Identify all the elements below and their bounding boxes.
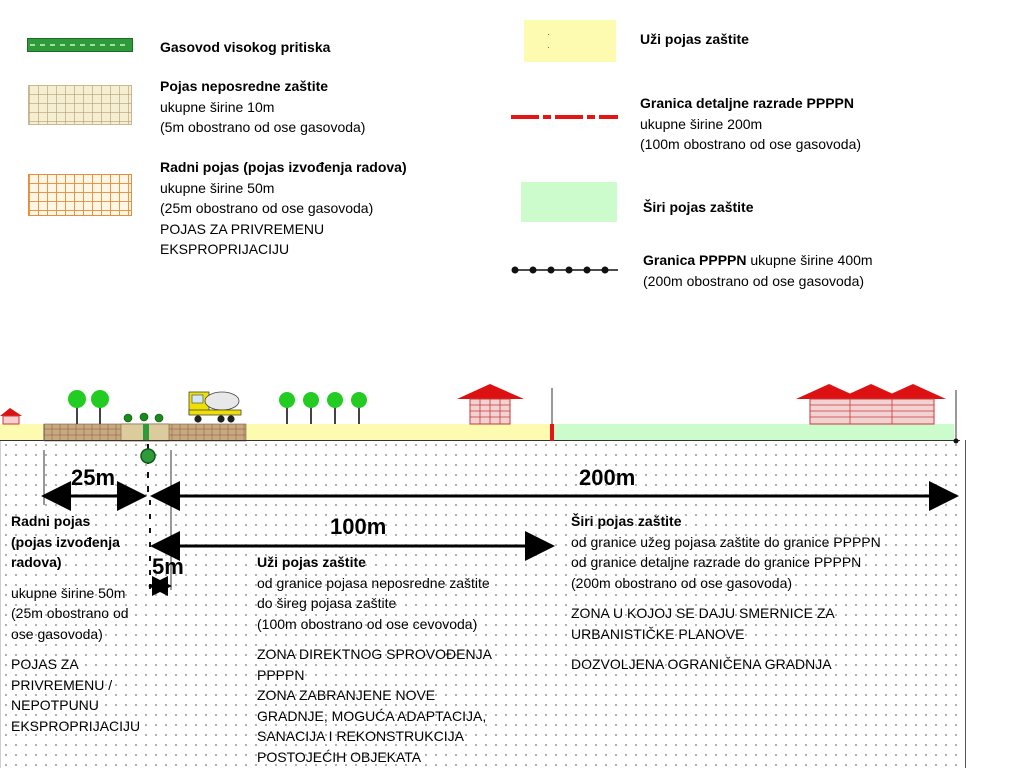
zone-narrow-title: Uži pojas zaštite: [257, 554, 366, 570]
narrow-protection-strip-left: [0, 424, 44, 441]
legend-immediate-protection-line2: (5m obostrano od ose gasovoda): [160, 119, 366, 135]
legend-ppppn-boundary-title: Granica PPPPN: [643, 252, 747, 268]
zone-narrow-line5: PPPPN: [257, 666, 305, 683]
houses-right: [796, 384, 946, 425]
zone-working-line6: NEPOTPUNU: [11, 697, 99, 713]
zone-narrow-line7: GRADNJE, MOGUĆA ADAPTACIJA,: [257, 707, 487, 724]
wide-protection-strip: [554, 424, 954, 441]
zone-wide-line4: ZONA U KOJOJ SE DAJU SMERNICE ZA: [571, 605, 835, 621]
legend-working-belt-title: Radni pojas (pojas izvođenja radova): [160, 159, 407, 175]
zone-working-line5: PRIVREMENU /: [11, 676, 113, 693]
legend-pipeline-symbol: [27, 38, 133, 52]
legend-wide-protection-label: Širi pojas zaštite: [643, 197, 753, 218]
dimension-200m-label: 200m: [579, 465, 636, 490]
small-house: [0, 408, 22, 425]
shrubs: [123, 412, 164, 423]
zone-working-title2: (pojas izvođenja: [11, 533, 120, 550]
narrow-protection-strip: [246, 424, 551, 441]
zone-working-title3: radova): [11, 554, 62, 570]
zone-wide-line2: od granice detaljne razrade do granice P…: [571, 554, 862, 570]
legend-immediate-protection-symbol: [28, 85, 132, 125]
legend-wide-protection-title: Širi pojas zaštite: [643, 199, 754, 215]
legend-wide-protection-symbol: [521, 182, 617, 222]
trees-left: [68, 390, 109, 424]
legend-pipeline-label: Gasovod visokog pritiska: [160, 37, 330, 58]
legend-detail-boundary-line2: (100m obostrano od ose gasovoda): [640, 136, 862, 152]
zone-narrow-line8: SANACIJA I REKONSTRUKCIJA: [257, 728, 464, 744]
zone-working-belt-description: Radni pojas (pojas izvođenja radova) uku…: [11, 511, 151, 736]
legend-detail-boundary-title: Granica detaljne razrade PPPPN: [640, 95, 854, 111]
dimension-lines: [41, 450, 959, 596]
legend-immediate-protection-line1: ukupne širine 10m: [160, 98, 275, 115]
legend-working-belt-line2: (25m obostrano od ose gasovoda): [160, 200, 374, 216]
legend-working-belt-text: Radni pojas (pojas izvođenja radova) uku…: [160, 157, 407, 260]
legend-narrow-protection-label: Uži pojas zaštite: [640, 29, 749, 50]
legend-narrow-protection-symbol: [524, 20, 616, 62]
legend-ppppn-boundary-symbol: [511, 266, 618, 274]
legend-working-belt-line3: POJAS ZA PRIVREMENU: [160, 220, 325, 237]
pipeline-strip: [143, 424, 149, 441]
legend-ppppn-boundary-text: Granica PPPPN ukupne širine 400m (200m o…: [643, 250, 873, 291]
zone-narrow-line1: od granice pojasa neposredne zaštite: [257, 574, 490, 591]
legend-detail-boundary-text: Granica detaljne razrade PPPPN ukupne ši…: [640, 93, 861, 155]
zone-working-title1: Radni pojas: [11, 513, 91, 529]
legend-immediate-protection-title: Pojas neposredne zaštite: [160, 78, 329, 94]
zone-narrow-line4: ZONA DIREKTNOG SPROVOĐENJA: [257, 646, 492, 662]
house-middle: [457, 384, 524, 425]
zone-wide-line6: DOZVOLJENA OGRANIČENA GRADNJA: [571, 656, 832, 672]
detail-boundary-marker: [550, 424, 554, 441]
legend-ppppn-boundary-line1: (200m obostrano od ose gasovoda): [643, 272, 865, 289]
zone-wide-protection-description: Širi pojas zaštite od granice užeg pojas…: [571, 511, 956, 675]
legend-immediate-protection-text: Pojas neposredne zaštite ukupne širine 1…: [160, 76, 365, 138]
zone-narrow-line3: (100m obostrano od ose cevovoda): [257, 615, 478, 632]
zone-working-line7: EKSPROPRIJACIJU: [11, 717, 141, 734]
zone-narrow-protection-description: Uži pojas zaštite od granice pojasa nepo…: [257, 552, 552, 767]
ppppn-boundary-marker: [953, 438, 959, 444]
trees-right: [279, 392, 367, 424]
zone-working-line3: ose gasovoda): [11, 625, 103, 642]
legend-working-belt-line1: ukupne širine 50m: [160, 179, 275, 196]
legend-detail-boundary-symbol: [511, 115, 618, 119]
dimension-25m-label: 25m: [71, 465, 116, 490]
zone-narrow-line2: do šireg pojasa zaštite: [257, 595, 397, 611]
zone-narrow-line6: ZONA ZABRANJENE NOVE: [257, 687, 436, 703]
cross-section-scene: [0, 384, 960, 500]
dimension-100m-label: 100m: [330, 514, 387, 539]
legend-working-belt-line4: EKSPROPRIJACIJU: [160, 241, 290, 257]
concrete-mixer-truck: [188, 391, 242, 423]
legend-pipeline-title: Gasovod visokog pritiska: [160, 39, 331, 55]
zone-working-line1: ukupne širine 50m: [11, 584, 126, 601]
legend-detail-boundary-line1: ukupne širine 200m: [640, 115, 763, 132]
zone-wide-line1: od granice užeg pojasa zaštite do granic…: [571, 533, 881, 550]
zone-wide-title: Širi pojas zaštite: [571, 513, 682, 529]
legend-working-belt-symbol: [28, 174, 132, 216]
legend-ppppn-boundary-width: ukupne širine 400m: [746, 252, 873, 268]
legend-narrow-protection-title: Uži pojas zaštite: [640, 31, 749, 47]
zone-wide-line3: (200m obostrano od ose gasovoda): [571, 574, 793, 591]
pipeline-section: [140, 448, 156, 464]
zone-working-line4: POJAS ZA: [11, 656, 79, 672]
zone-wide-line5: URBANISTIČKE PLANOVE: [571, 625, 745, 642]
zone-narrow-line9: POSTOJEĆIH OBJEKATA: [257, 748, 422, 765]
dimension-5m-label: 5m: [152, 554, 184, 579]
zone-working-line2: (25m obostrano od: [11, 605, 129, 621]
